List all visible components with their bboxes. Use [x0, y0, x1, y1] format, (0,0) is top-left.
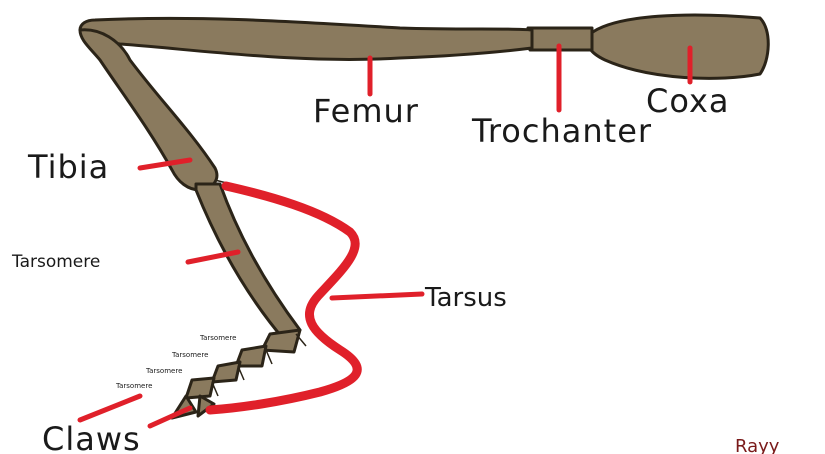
tibia-label: Tibia	[27, 148, 109, 186]
large-tarsomere-segment	[196, 184, 300, 342]
small-tarsomere-label-1: Tarsomere	[199, 334, 236, 342]
tarsomere-label: Tarsomere	[11, 252, 100, 272]
femur-label: Femur	[313, 92, 419, 130]
femur-segment	[80, 18, 532, 59]
claw-pointer-b	[150, 408, 190, 426]
claw-pointer-a	[80, 396, 140, 420]
small-tarsomere-label-2: Tarsomere	[171, 351, 208, 359]
tarsus-pointer	[332, 294, 422, 298]
small-tarsomere-3	[212, 362, 240, 382]
small-tarsomere-label-4: Tarsomere	[115, 382, 152, 390]
small-tarsomere-label-3: Tarsomere	[145, 367, 182, 375]
artist-signature: Rayy	[735, 436, 780, 454]
coxa-label: Coxa	[646, 82, 729, 120]
small-tarsomere-1	[262, 330, 300, 352]
tarsus-label: Tarsus	[424, 283, 507, 313]
trochanter-label: Trochanter	[471, 112, 652, 150]
claws-label: Claws	[42, 420, 141, 454]
coxa-segment	[587, 15, 768, 78]
